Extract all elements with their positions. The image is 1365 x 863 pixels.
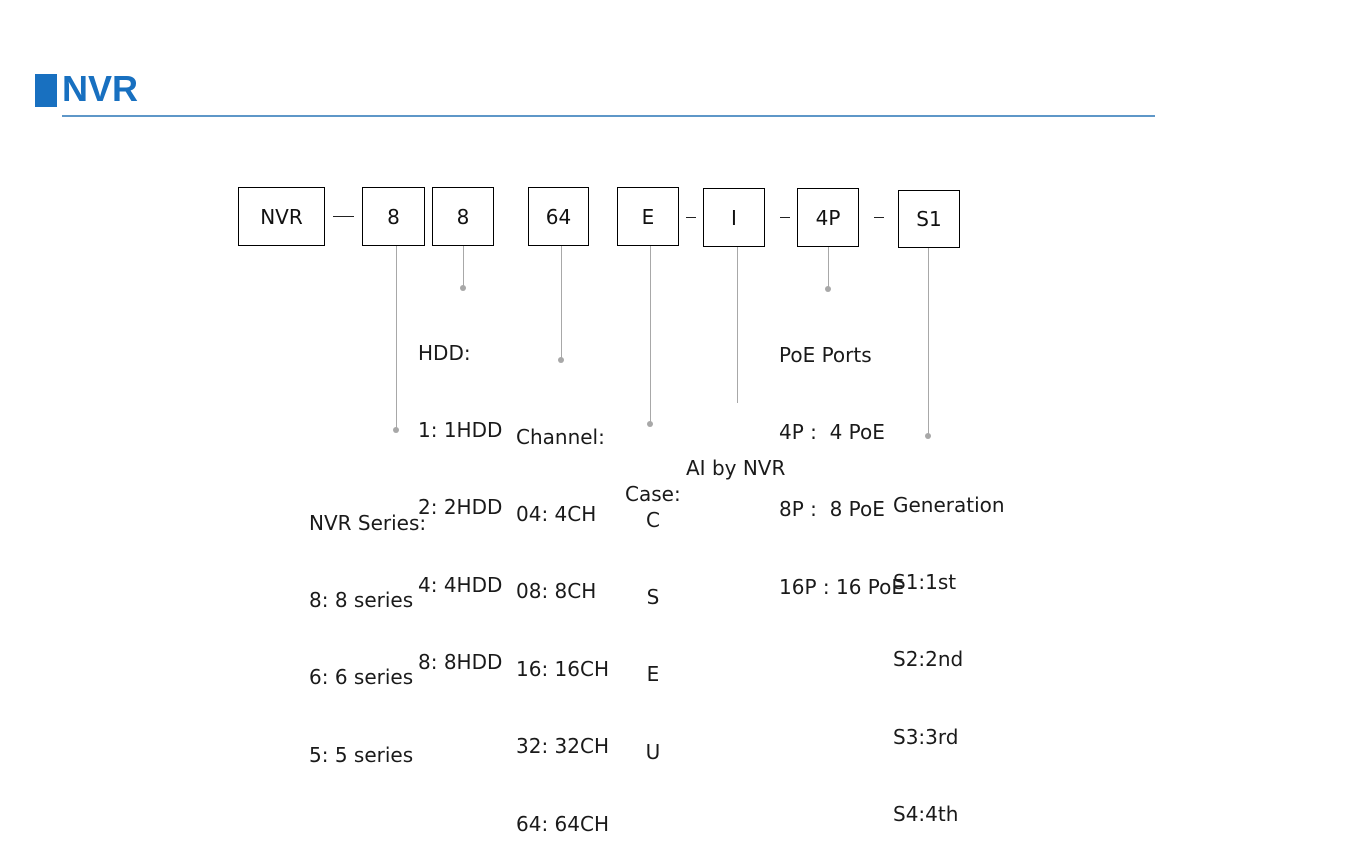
page-title: NVR: [62, 68, 139, 109]
segment-box-series: 8: [362, 187, 425, 246]
channel-title: Channel:: [516, 424, 605, 449]
series-description: NVR Series: 8: 8 series 6: 6 series 5: 5…: [309, 459, 426, 794]
poe-title: PoE Ports: [779, 342, 872, 367]
case-option: C: [646, 507, 660, 532]
channel-option: 32: 32CH: [516, 734, 609, 759]
ai-title: AI by NVR: [686, 455, 786, 480]
leader-dot-channel: [558, 357, 564, 363]
leader-dot-series: [393, 427, 399, 433]
separator-dash: [780, 217, 790, 218]
leader-dot-generation: [925, 433, 931, 439]
title-accent-bar: [35, 74, 57, 107]
generation-title: Generation: [893, 492, 1005, 517]
leader-dot-poe: [825, 286, 831, 292]
channel-description: Channel: 04: 4CH 08: 8CH 16: 16CH 32: 32…: [516, 373, 609, 863]
leader-line-ai: [737, 247, 738, 403]
segment-box-generation: S1: [898, 190, 960, 248]
leader-line-poe: [828, 247, 829, 289]
generation-option: S4:4th: [893, 802, 959, 827]
series-title: NVR Series:: [309, 510, 427, 535]
leader-dot-case: [647, 421, 653, 427]
series-option: 8: 8 series: [309, 587, 414, 612]
channel-option: 08: 8CH: [516, 579, 597, 604]
generation-description: Generation S1:1st S2:2nd S3:3rd S4:4th: [893, 441, 1005, 854]
segment-box-hdd: 8: [432, 187, 494, 246]
leader-dot-hdd: [460, 285, 466, 291]
case-description: Case:: [625, 430, 681, 533]
channel-option: 64: 64CH: [516, 811, 609, 836]
separator-dash: [874, 217, 884, 218]
poe-option: 16P : 16 PoE: [779, 574, 904, 599]
segment-box-poe: 4P: [797, 188, 859, 247]
case-options: C S E U: [642, 456, 664, 791]
hdd-option: 4: 4HDD: [418, 572, 503, 597]
title-underline: [62, 115, 1155, 117]
ai-description: AI by NVR: [686, 404, 785, 507]
leader-line-series: [396, 246, 397, 430]
case-option: E: [646, 662, 660, 687]
case-title: Case:: [625, 481, 681, 506]
generation-option: S3:3rd: [893, 724, 959, 749]
poe-option: 4P : 4 PoE: [779, 419, 885, 444]
poe-description: PoE Ports 4P : 4 PoE 8P : 8 PoE 16P : 16…: [779, 291, 904, 626]
series-option: 6: 6 series: [309, 665, 414, 690]
hdd-option: 1: 1HDD: [418, 417, 503, 442]
case-option: S: [646, 584, 660, 609]
hdd-option: 2: 2HDD: [418, 495, 503, 520]
leader-line-case: [650, 246, 651, 424]
hdd-description: HDD: 1: 1HDD 2: 2HDD 4: 4HDD 8: 8HDD: [418, 289, 502, 702]
separator-dash: [333, 216, 354, 217]
hdd-title: HDD:: [418, 340, 471, 365]
generation-option: S1:1st: [893, 569, 957, 594]
hdd-option: 8: 8HDD: [418, 650, 503, 675]
segment-box-nvr: NVR: [238, 187, 325, 246]
generation-option: S2:2nd: [893, 647, 964, 672]
case-option: U: [645, 739, 661, 764]
series-option: 5: 5 series: [309, 742, 414, 767]
leader-line-hdd: [463, 246, 464, 288]
segment-box-case: E: [617, 187, 679, 246]
segment-box-channel: 64: [528, 187, 589, 246]
channel-option: 16: 16CH: [516, 656, 609, 681]
poe-option: 8P : 8 PoE: [779, 497, 885, 522]
leader-line-generation: [928, 248, 929, 436]
segment-box-ai: I: [703, 188, 765, 247]
separator-dash: [686, 217, 696, 218]
leader-line-channel: [561, 246, 562, 360]
channel-option: 04: 4CH: [516, 501, 597, 526]
